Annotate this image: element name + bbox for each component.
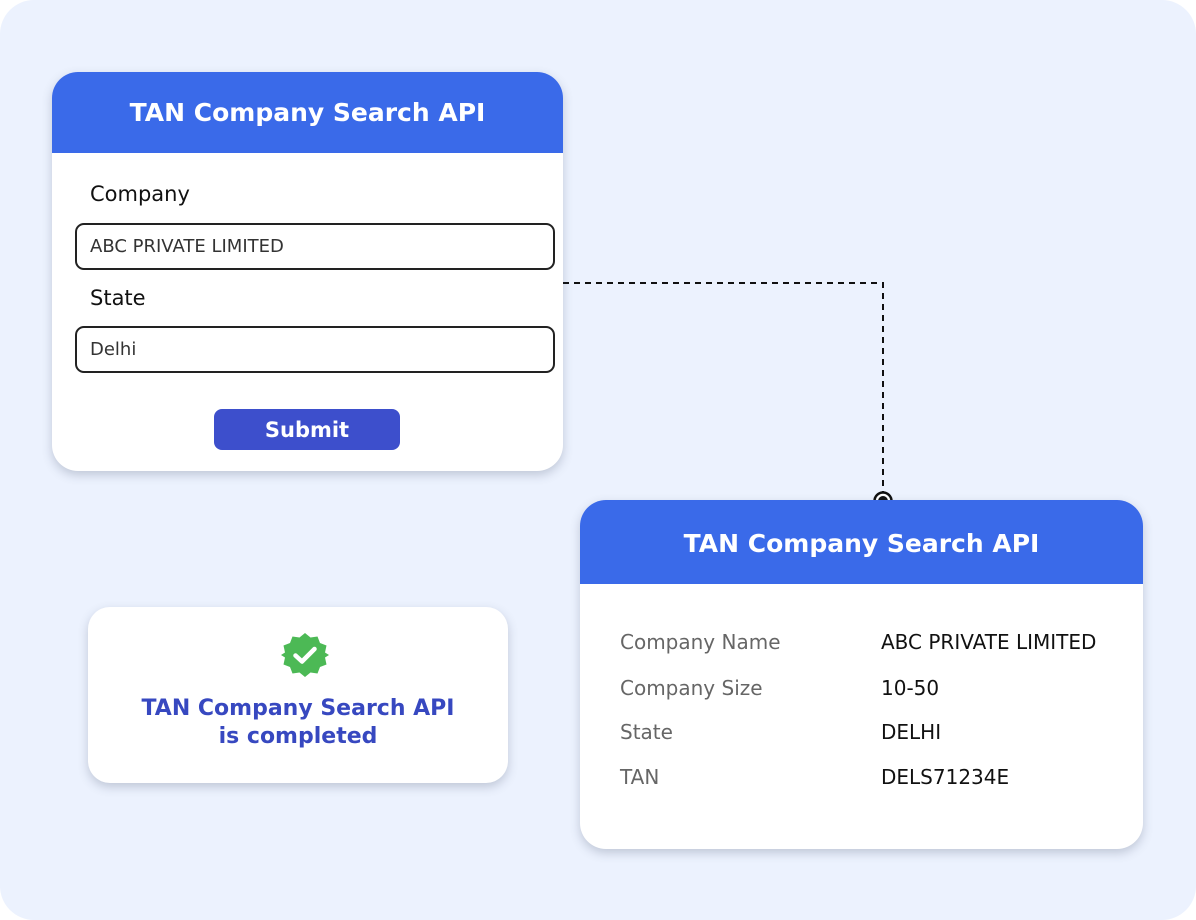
company-name-label: Company Name (620, 630, 781, 654)
company-size-label: Company Size (620, 676, 763, 700)
tan-value: DELS71234E (881, 765, 1010, 789)
status-line-1: TAN Company Search API (141, 696, 455, 721)
result-card: TAN Company Search API Company Name ABC … (580, 500, 1143, 849)
status-card: TAN Company Search API is completed (88, 607, 508, 783)
state-row-label: State (620, 720, 673, 744)
search-form-card: TAN Company Search API Company State Sub… (52, 72, 563, 471)
verified-check-icon (281, 633, 329, 677)
form-card-title: TAN Company Search API (52, 72, 563, 153)
company-name-value: ABC PRIVATE LIMITED (881, 630, 1097, 654)
submit-button[interactable]: Submit (214, 409, 400, 450)
company-label: Company (90, 182, 190, 206)
state-row-value: DELHI (881, 720, 942, 744)
result-card-title: TAN Company Search API (580, 500, 1143, 584)
state-label: State (90, 286, 146, 310)
state-input[interactable] (75, 326, 555, 373)
company-input[interactable] (75, 223, 555, 270)
status-line-2: is completed (218, 724, 378, 749)
company-size-value: 10-50 (881, 676, 940, 700)
tan-label: TAN (620, 765, 660, 789)
